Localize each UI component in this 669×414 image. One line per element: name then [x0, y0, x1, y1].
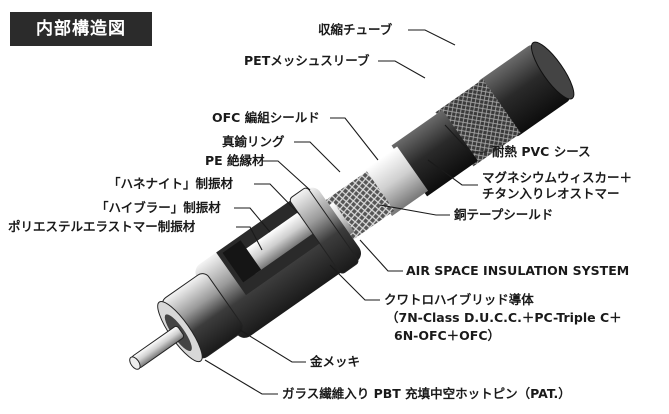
label-hibular-damper: 「ハイブラー」制振材: [96, 200, 221, 215]
label-magnesium-whisker-line1: マグネシウムウィスカー＋: [482, 170, 632, 185]
leader-lines: [204, 29, 487, 395]
label-heat-resistant-pvc-sheath: 耐熱 PVC シース: [492, 144, 591, 159]
label-gold-plating: 金メッキ: [309, 354, 360, 369]
label-polyester-elastomer-damper: ポリエステルエラストマー制振材: [8, 219, 196, 234]
label-conductor-line3: 6N-OFC＋OFC）: [394, 328, 500, 343]
label-hot-pin: ガラス繊維入り PBT 充填中空ホットピン（PAT.）: [282, 386, 571, 401]
label-pet-mesh-sleeve: PETメッシュスリーブ: [244, 53, 370, 68]
label-air-space-insulation: AIR SPACE INSULATION SYSTEM: [406, 263, 629, 278]
diagram-title: 内部構造図: [10, 12, 152, 46]
label-brass-ring: 真鍮リング: [222, 134, 285, 149]
label-hanenite-damper: 「ハネナイト」制振材: [108, 176, 234, 191]
label-pe-insulator: PE 絶縁材: [205, 153, 265, 168]
pet-mesh-sleeve-shape: [435, 79, 521, 167]
label-shrink-tube: 収縮チューブ: [318, 22, 393, 37]
label-copper-tape-shield: 銅テープシールド: [453, 207, 553, 222]
label-conductor-line1: クワトロハイブリッド導体: [384, 292, 534, 307]
labels: 収縮チューブ PETメッシュスリーブ OFC 編組シールド 真鍮リング PE 絶…: [8, 22, 632, 401]
label-ofc-braided-shield: OFC 編組シールド: [212, 110, 320, 125]
label-magnesium-whisker-line2: チタン入りレオストマー: [482, 186, 620, 201]
rheostomer-shape: [361, 146, 429, 217]
label-conductor-line2: （7N-Class D.U.C.C.＋PC-Triple C＋: [386, 310, 622, 325]
cable-body: [129, 41, 575, 370]
brass-ring-shape: [289, 187, 359, 274]
